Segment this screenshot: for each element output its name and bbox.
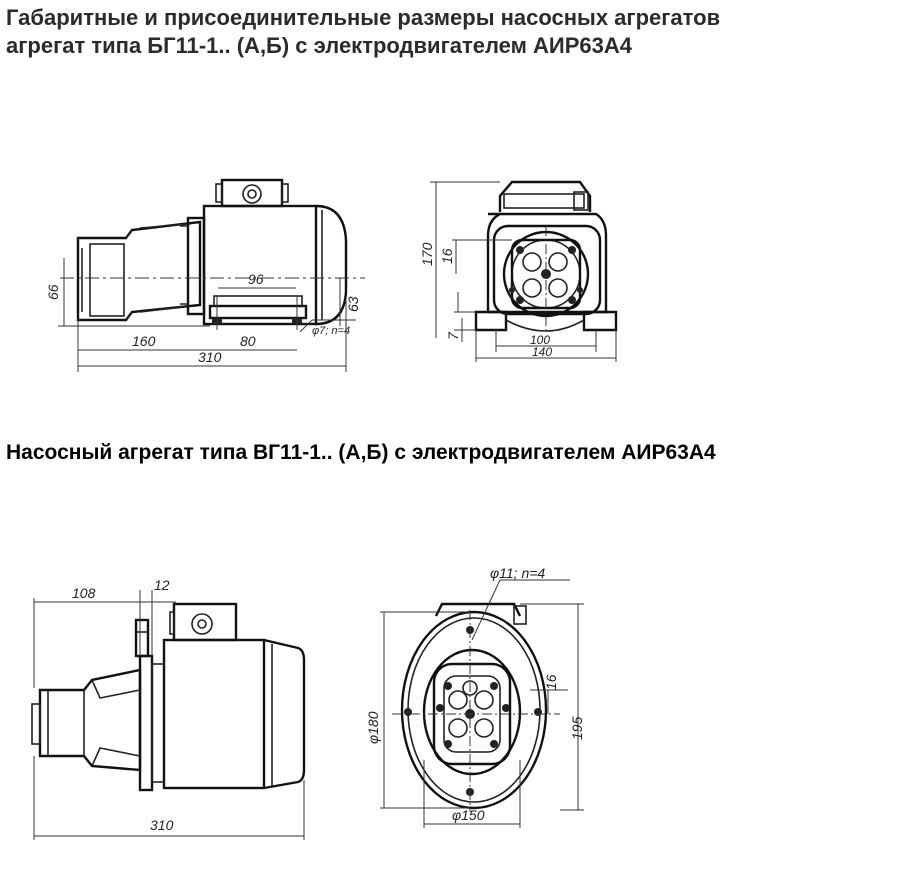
dim-160: 160	[132, 333, 156, 349]
subtitle-bg11: агрегат типа БГ11-1.. (А,Б) с электродви…	[6, 33, 632, 58]
dim-140: 140	[532, 345, 552, 359]
dim-310-bottom: 310	[150, 817, 174, 833]
dim-66: 66	[45, 284, 61, 300]
page-title: Габаритные и присоединительные размеры н…	[6, 5, 721, 30]
dim-12: 12	[154, 577, 170, 593]
dim-holes-11: φ11; n=4	[490, 565, 545, 581]
dim-80: 80	[240, 333, 256, 349]
dim-7: 7	[445, 331, 461, 340]
dim-96: 96	[248, 271, 264, 287]
dim-63: 63	[345, 296, 361, 312]
dim-195: 195	[569, 716, 585, 740]
section-title-vg11: Насосный агрегат типа ВГ11-1.. (А,Б) с э…	[6, 441, 716, 464]
vg11-front-view: φ11; n=4 φ180 16 195 φ150	[365, 565, 585, 828]
dim-310-top: 310	[198, 349, 222, 365]
bg11-front-view: 170 16 7 100 140	[419, 180, 618, 362]
dim-phi150: φ150	[452, 807, 485, 823]
dim-16-front2: 16	[543, 674, 559, 690]
dim-phi180: φ180	[365, 711, 381, 744]
dim-holes-7: φ7; n=4	[312, 325, 350, 337]
vg11-side-view: 108 12 310	[31, 577, 306, 840]
bg11-side-view: 66 96 63 160 80 310 φ7; n=4	[45, 178, 365, 372]
dim-16-front1: 16	[439, 248, 455, 264]
dim-108: 108	[72, 585, 96, 601]
dim-170: 170	[419, 242, 435, 266]
dim-100: 100	[530, 333, 550, 347]
